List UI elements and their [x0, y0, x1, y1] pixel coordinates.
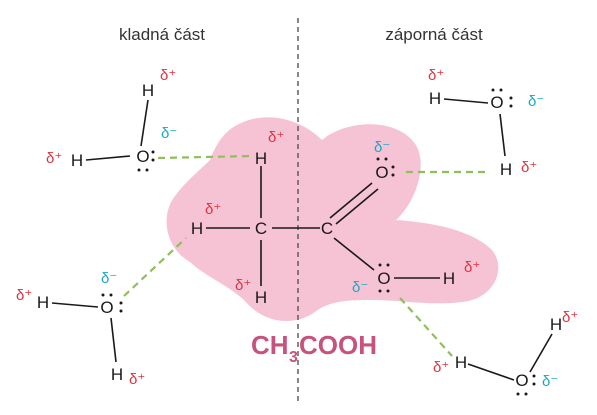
lone-pairs-hydroxyl	[378, 263, 390, 293]
water-3-h-bottom: H	[500, 160, 512, 179]
bond-c2-o-double-b	[335, 188, 379, 225]
atom-c2: C	[321, 219, 333, 238]
water-molecule-1: H O H δ⁺ δ⁻ δ⁺	[46, 67, 177, 172]
water-3-h-left: H	[429, 89, 441, 108]
water-2-h-bottom: H	[111, 365, 123, 384]
bond-c2-o-hydroxyl	[333, 237, 375, 271]
atom-o-carbonyl: O	[375, 163, 388, 182]
water-2-charge-h-left: δ⁺	[16, 287, 32, 304]
atom-c1: C	[255, 219, 267, 238]
molecule-formula: CH 3 COOH	[251, 330, 377, 366]
water-1-charge-o: δ⁻	[161, 125, 177, 142]
water-3-charge-h-bottom: δ⁺	[521, 159, 537, 176]
atom-h-hydroxyl: H	[443, 269, 455, 288]
water-2-charge-h-bottom: δ⁺	[129, 371, 145, 388]
hydrogen-bond-2	[123, 237, 187, 297]
formula-rest: COOH	[299, 330, 377, 360]
formula-main: CH	[251, 330, 289, 360]
water-3-charge-h-left: δ⁺	[428, 67, 444, 84]
water-4-charge-o: δ⁻	[542, 373, 558, 390]
charge-h-hydroxyl: δ⁺	[464, 259, 480, 276]
header-positive-part: kladná část	[119, 25, 205, 44]
water-4-charge-h-left: δ⁺	[433, 359, 449, 376]
header-negative-part: záporná část	[385, 25, 483, 44]
water-4-charge-h-top: δ⁺	[562, 309, 578, 326]
water-2-o: O	[100, 298, 113, 317]
water-1-charge-h-top: δ⁺	[160, 67, 176, 84]
atom-h-left: H	[191, 219, 203, 238]
charge-h-left: δ⁺	[205, 201, 221, 218]
charge-o-hydroxyl: δ⁻	[352, 279, 368, 296]
molecule-highlight-blob	[166, 117, 499, 322]
charge-o-carbonyl: δ⁻	[374, 139, 390, 156]
water-molecule-3: H O H δ⁺ δ⁻ δ⁺	[428, 67, 544, 179]
atom-o-hydroxyl: O	[377, 269, 390, 288]
bond-c2-o-double-a	[329, 182, 373, 219]
water-1-charge-h-left: δ⁺	[46, 150, 62, 167]
hydrogen-bond-4	[399, 297, 453, 357]
water-4-o: O	[515, 371, 528, 390]
water-molecule-4: H O H δ⁺ δ⁻ δ⁺	[433, 309, 578, 396]
water-3-o: O	[490, 93, 503, 112]
water-3-charge-o: δ⁻	[528, 93, 544, 110]
lone-pairs-carbonyl	[376, 157, 395, 177]
atom-h-bottom: H	[255, 288, 267, 307]
water-2-h-left: H	[37, 293, 49, 312]
formula-subscript: 3	[289, 349, 298, 366]
water-2-charge-o: δ⁻	[101, 270, 117, 287]
water-4-h-left: H	[455, 353, 467, 372]
atom-h-top: H	[255, 149, 267, 168]
charge-h-top: δ⁺	[268, 129, 284, 146]
water-molecule-2: H O H δ⁺ δ⁻ δ⁺	[16, 270, 145, 388]
water-4-h-top: H	[550, 315, 562, 334]
hydrogen-bond-1	[157, 154, 253, 160]
water-1-h-left: H	[71, 151, 83, 170]
water-1-h-top: H	[142, 81, 154, 100]
water-1-o: O	[136, 147, 149, 166]
charge-h-bottom: δ⁺	[235, 277, 251, 294]
